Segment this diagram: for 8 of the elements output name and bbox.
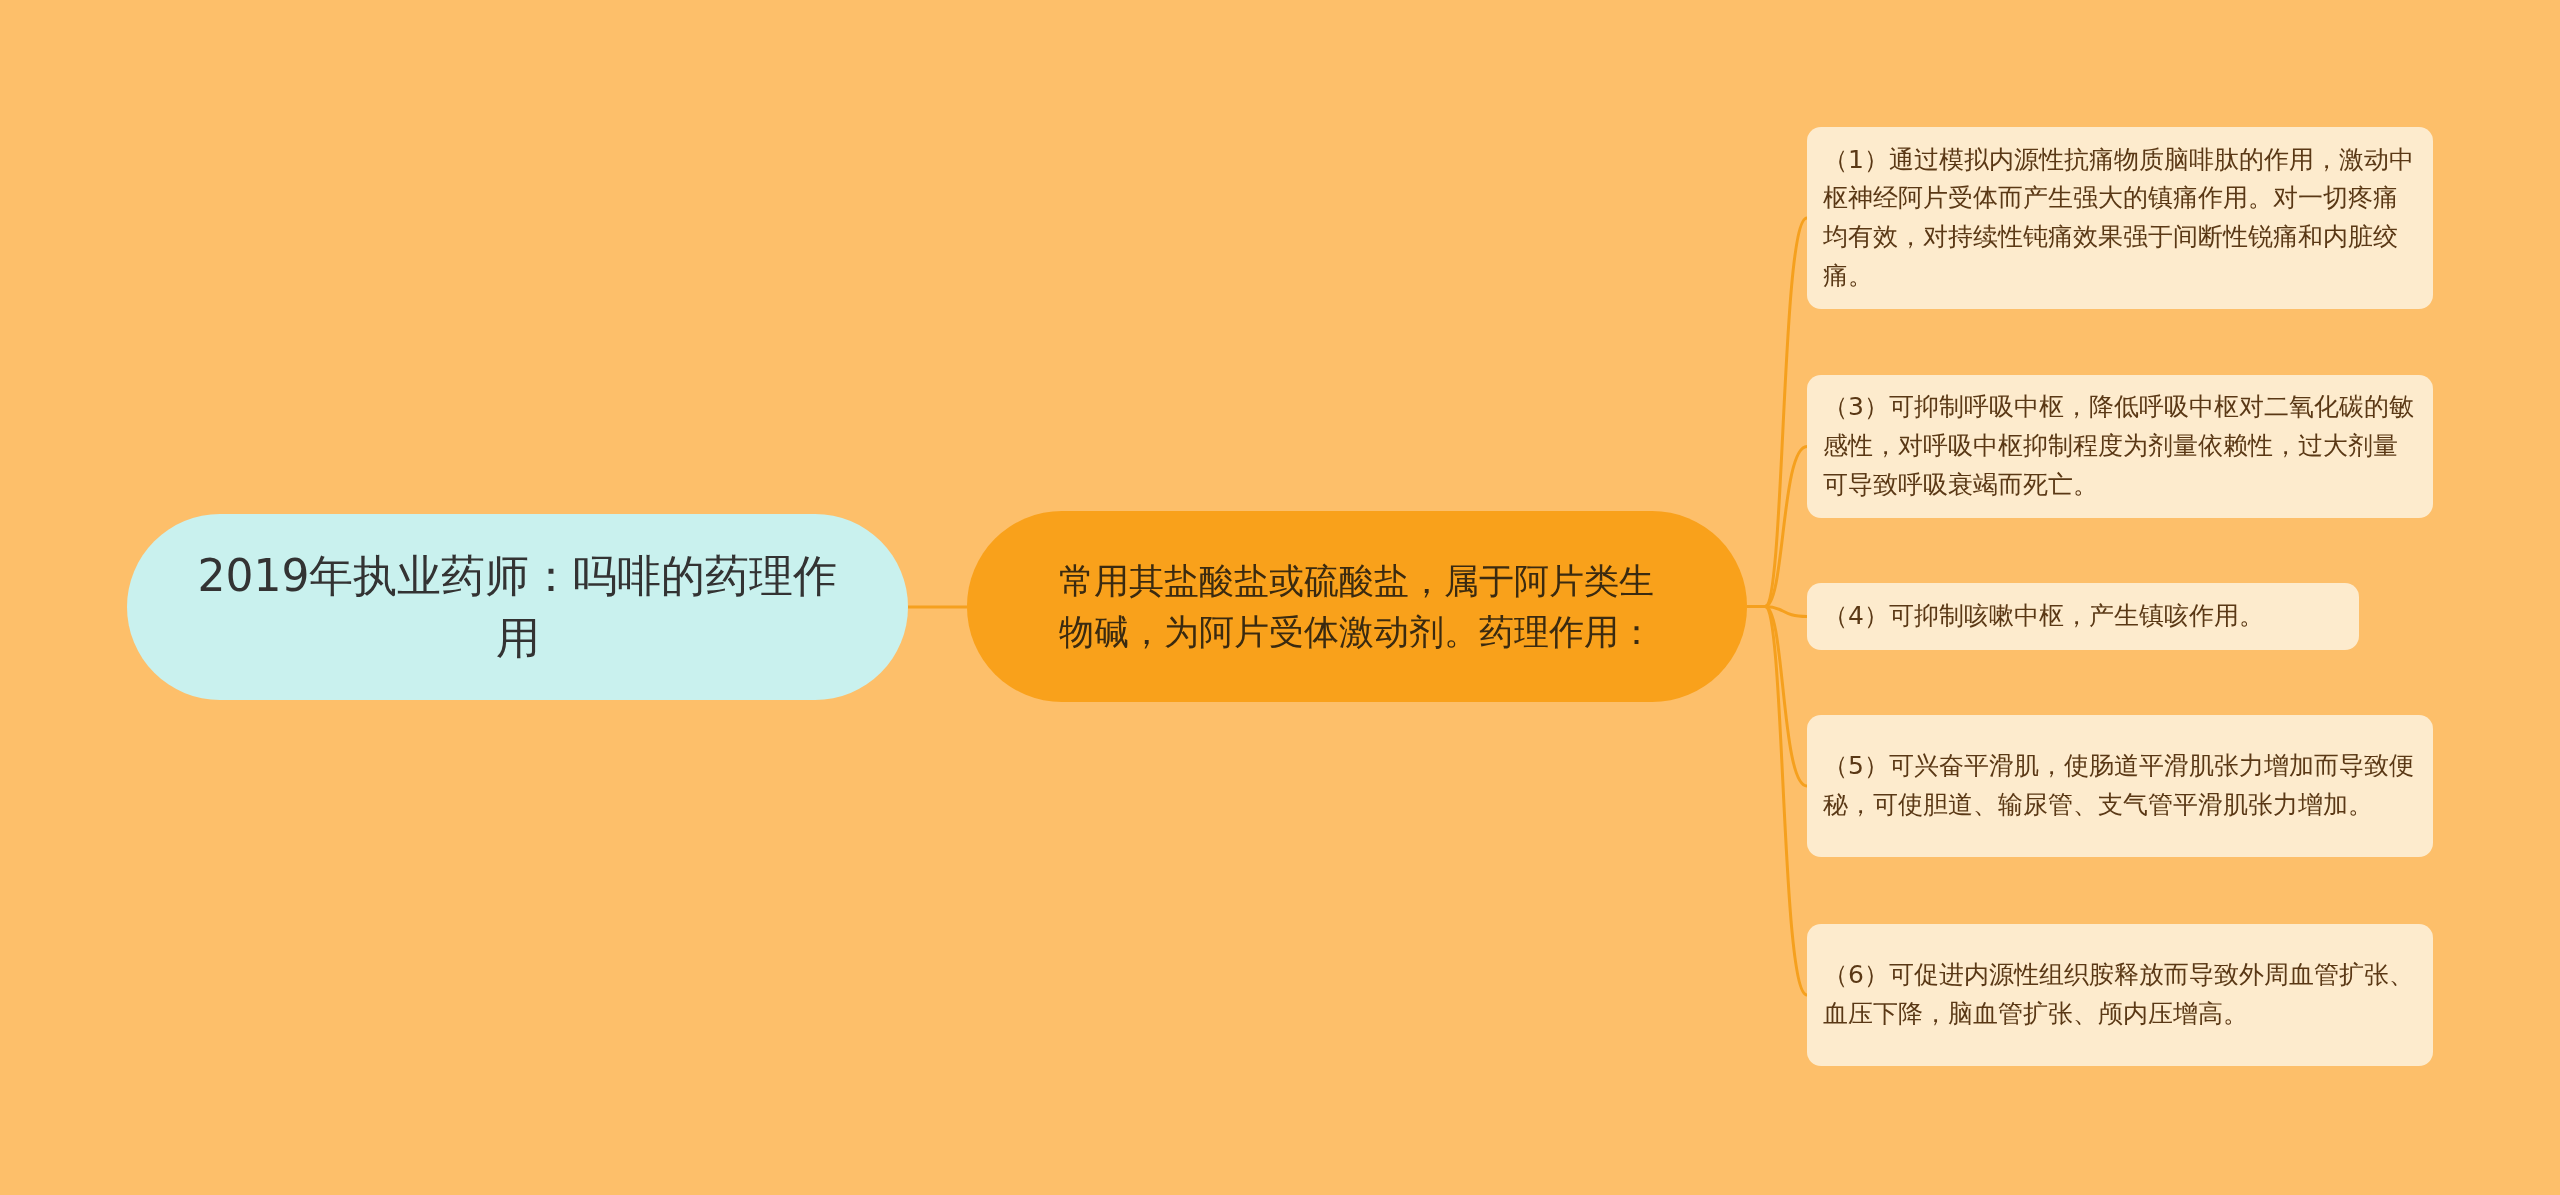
connector-line <box>908 605 967 609</box>
branch-topic: 常用其盐酸盐或硫酸盐，属于阿片类生物碱，为阿片受体激动剂。药理作用： <box>967 511 1747 702</box>
leaf-topic: （5）可兴奋平滑肌，使肠道平滑肌张力增加而导致便秘，可使胆道、输尿管、支气管平滑肌张力增加。 <box>1807 715 2433 857</box>
leaf-topic: （1）通过模拟内源性抗痛物质脑啡肽的作用，激动中枢神经阿片受体而产生强大的镇痛作用。对一切疼痛均有效，对持续性钝痛效果强于间断性锐痛和内脏绞痛。 <box>1807 127 2433 309</box>
leaf-topic: （3）可抑制呼吸中枢，降低呼吸中枢对二氧化碳的敏感性，对呼吸中枢抑制程度为剂量依赖性，过大剂量可导致呼吸衰竭而死亡。 <box>1807 375 2433 518</box>
leaf-topic: （6）可促进内源性组织胺释放而导致外周血管扩张、血压下降，脑血管扩张、颅内压增高。 <box>1807 924 2433 1066</box>
root-topic: 2019年执业药师：吗啡的药理作用 <box>127 514 908 700</box>
leaf-topic: （4）可抑制咳嗽中枢，产生镇咳作用。 <box>1807 583 2359 650</box>
